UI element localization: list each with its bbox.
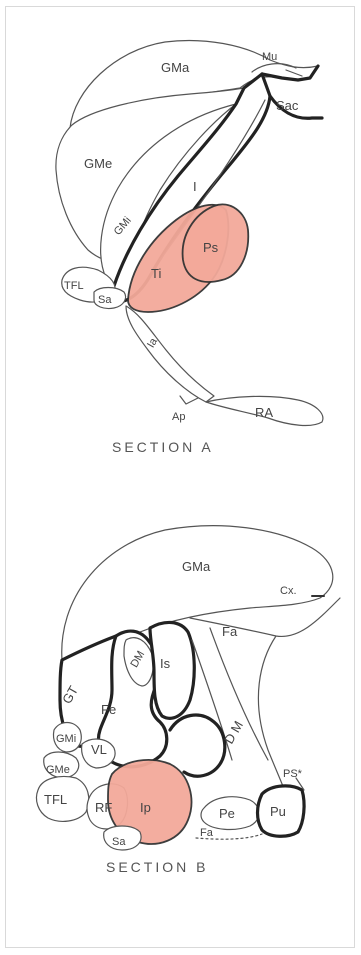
section-b-label-gma: GMa [182, 559, 211, 574]
section-b-label-rf: RF [95, 800, 112, 815]
section-a-label-mu: Mu [262, 51, 277, 63]
section-b-caption: SECTION B [106, 859, 208, 875]
section-b-label-sa: Sa [112, 836, 126, 848]
section-b-label-fa-top: Fa [222, 624, 238, 639]
section-b-label-ip: Ip [140, 800, 151, 815]
section-b-is-bone [150, 622, 194, 718]
section-b-diagram [36, 526, 340, 850]
section-b-label-vl: VL [91, 742, 107, 757]
section-a-label-i: I [193, 179, 197, 194]
section-a-ia-region [126, 306, 214, 402]
section-a-label-tfl: TFL [64, 280, 84, 292]
section-b-label-gmi: GMi [56, 733, 76, 745]
section-b-label-tfl: TFL [44, 792, 67, 807]
section-b-label-is: Is [160, 656, 171, 671]
section-b-label-dm-large: D M [221, 718, 246, 746]
section-a-label-sa: Sa [98, 294, 112, 306]
section-b-dm-large-band-right [210, 628, 268, 760]
section-b-label-cx: Cx. [280, 585, 297, 597]
section-b-obturator-loop [170, 715, 225, 776]
section-a-label-gme: GMe [84, 156, 112, 171]
section-b-label-pu: Pu [270, 804, 286, 819]
section-b-label-pe: Pe [219, 806, 235, 821]
section-a-label-ti: Ti [151, 266, 161, 281]
section-a-ap-arrow [180, 396, 198, 404]
section-a-label-ra: RA [255, 405, 273, 420]
section-a-label-sac: Sac [276, 98, 299, 113]
section-a-label-ps: Ps [203, 240, 219, 255]
section-b-label-fe: Fe [101, 702, 116, 717]
section-a-label-gma: GMa [161, 60, 190, 75]
section-a-label-ap: Ap [172, 411, 185, 423]
section-b-label-gme: GMe [46, 764, 70, 776]
section-b-label-ps-star: PS* [283, 768, 303, 780]
section-a-caption: SECTION A [112, 439, 214, 455]
section-b-label-fa-bottom: Fa [200, 827, 214, 839]
